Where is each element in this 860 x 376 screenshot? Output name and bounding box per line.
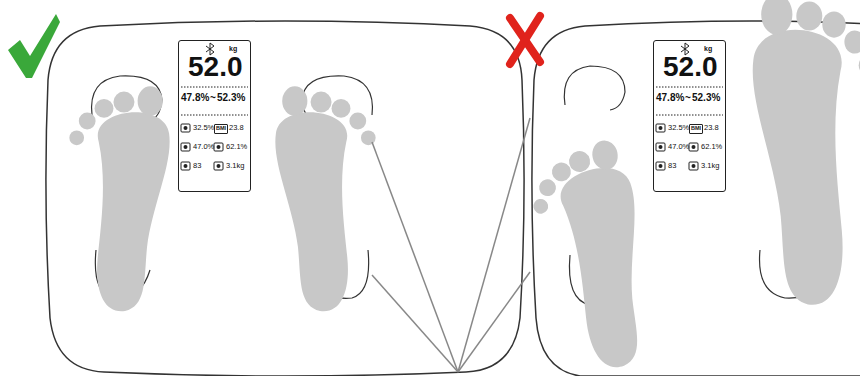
check-mark [8, 14, 60, 78]
display-reading: ~ [210, 93, 216, 103]
metric-icon [181, 143, 190, 151]
display-reading: BMI [214, 124, 228, 134]
metric-icon [658, 126, 662, 130]
footprint [69, 86, 169, 311]
metric-icon [656, 124, 665, 132]
display-reading: kg [704, 45, 712, 52]
display-reading: 3.1kg [701, 162, 719, 170]
metric-icon [181, 162, 190, 170]
metric-icon [216, 164, 220, 168]
display-reading: 23.8 [704, 124, 719, 132]
metric-icon [183, 145, 187, 149]
metric-icon [689, 143, 698, 151]
metric-icon [183, 164, 187, 168]
footprint [753, 0, 860, 305]
metric-icon [658, 164, 662, 168]
leader-line [372, 118, 530, 372]
footprint [523, 137, 668, 376]
metric-icon [214, 162, 223, 170]
metric-icon [691, 145, 695, 149]
metric-icon [183, 126, 187, 130]
display-panel: kg52.0 47.8%~52.3% 32.5%BMI23.8 47.0% 62.1% 8… [178, 40, 251, 192]
metric-icon [689, 162, 698, 170]
metric-icon [656, 143, 665, 151]
display-reading: 32.5% [668, 124, 689, 132]
display-reading: 52.3% [692, 93, 720, 103]
divider-line [181, 114, 248, 115]
divider-line [656, 86, 723, 87]
display-reading: 83 [193, 162, 201, 170]
display-reading: 62.1% [226, 143, 247, 151]
display-reading: 62.1% [701, 143, 722, 151]
display-reading: 52.0 [663, 53, 718, 81]
display-reading: 23.8 [229, 124, 244, 132]
display-reading: BMI [689, 124, 703, 134]
scale-body [46, 21, 524, 376]
divider-line [181, 86, 248, 87]
display-reading: 52.3% [217, 93, 245, 103]
display-reading: 47.0% [193, 143, 214, 151]
display-reading: 47.0% [668, 143, 689, 151]
footprint [275, 86, 375, 311]
metric-icon [691, 164, 695, 168]
display-reading: 47.8% [656, 93, 684, 103]
display-reading: 32.5% [193, 124, 214, 132]
metric-icon [656, 162, 665, 170]
display-reading: 3.1kg [226, 162, 244, 170]
display-reading: 52.0 [188, 53, 243, 81]
metric-icon [214, 143, 223, 151]
metric-icon [216, 145, 220, 149]
display-reading: 83 [668, 162, 676, 170]
metric-icon [181, 124, 190, 132]
display-reading: ~ [685, 93, 691, 103]
display-panel: kg52.0 47.8%~52.3% 32.5%BMI23.8 47.0% 62.1% 8… [653, 40, 726, 192]
display-reading: kg [229, 45, 237, 52]
metric-icon [658, 145, 662, 149]
divider-line [656, 114, 723, 115]
cross-mark [510, 16, 540, 64]
display-reading: 47.8% [181, 93, 209, 103]
